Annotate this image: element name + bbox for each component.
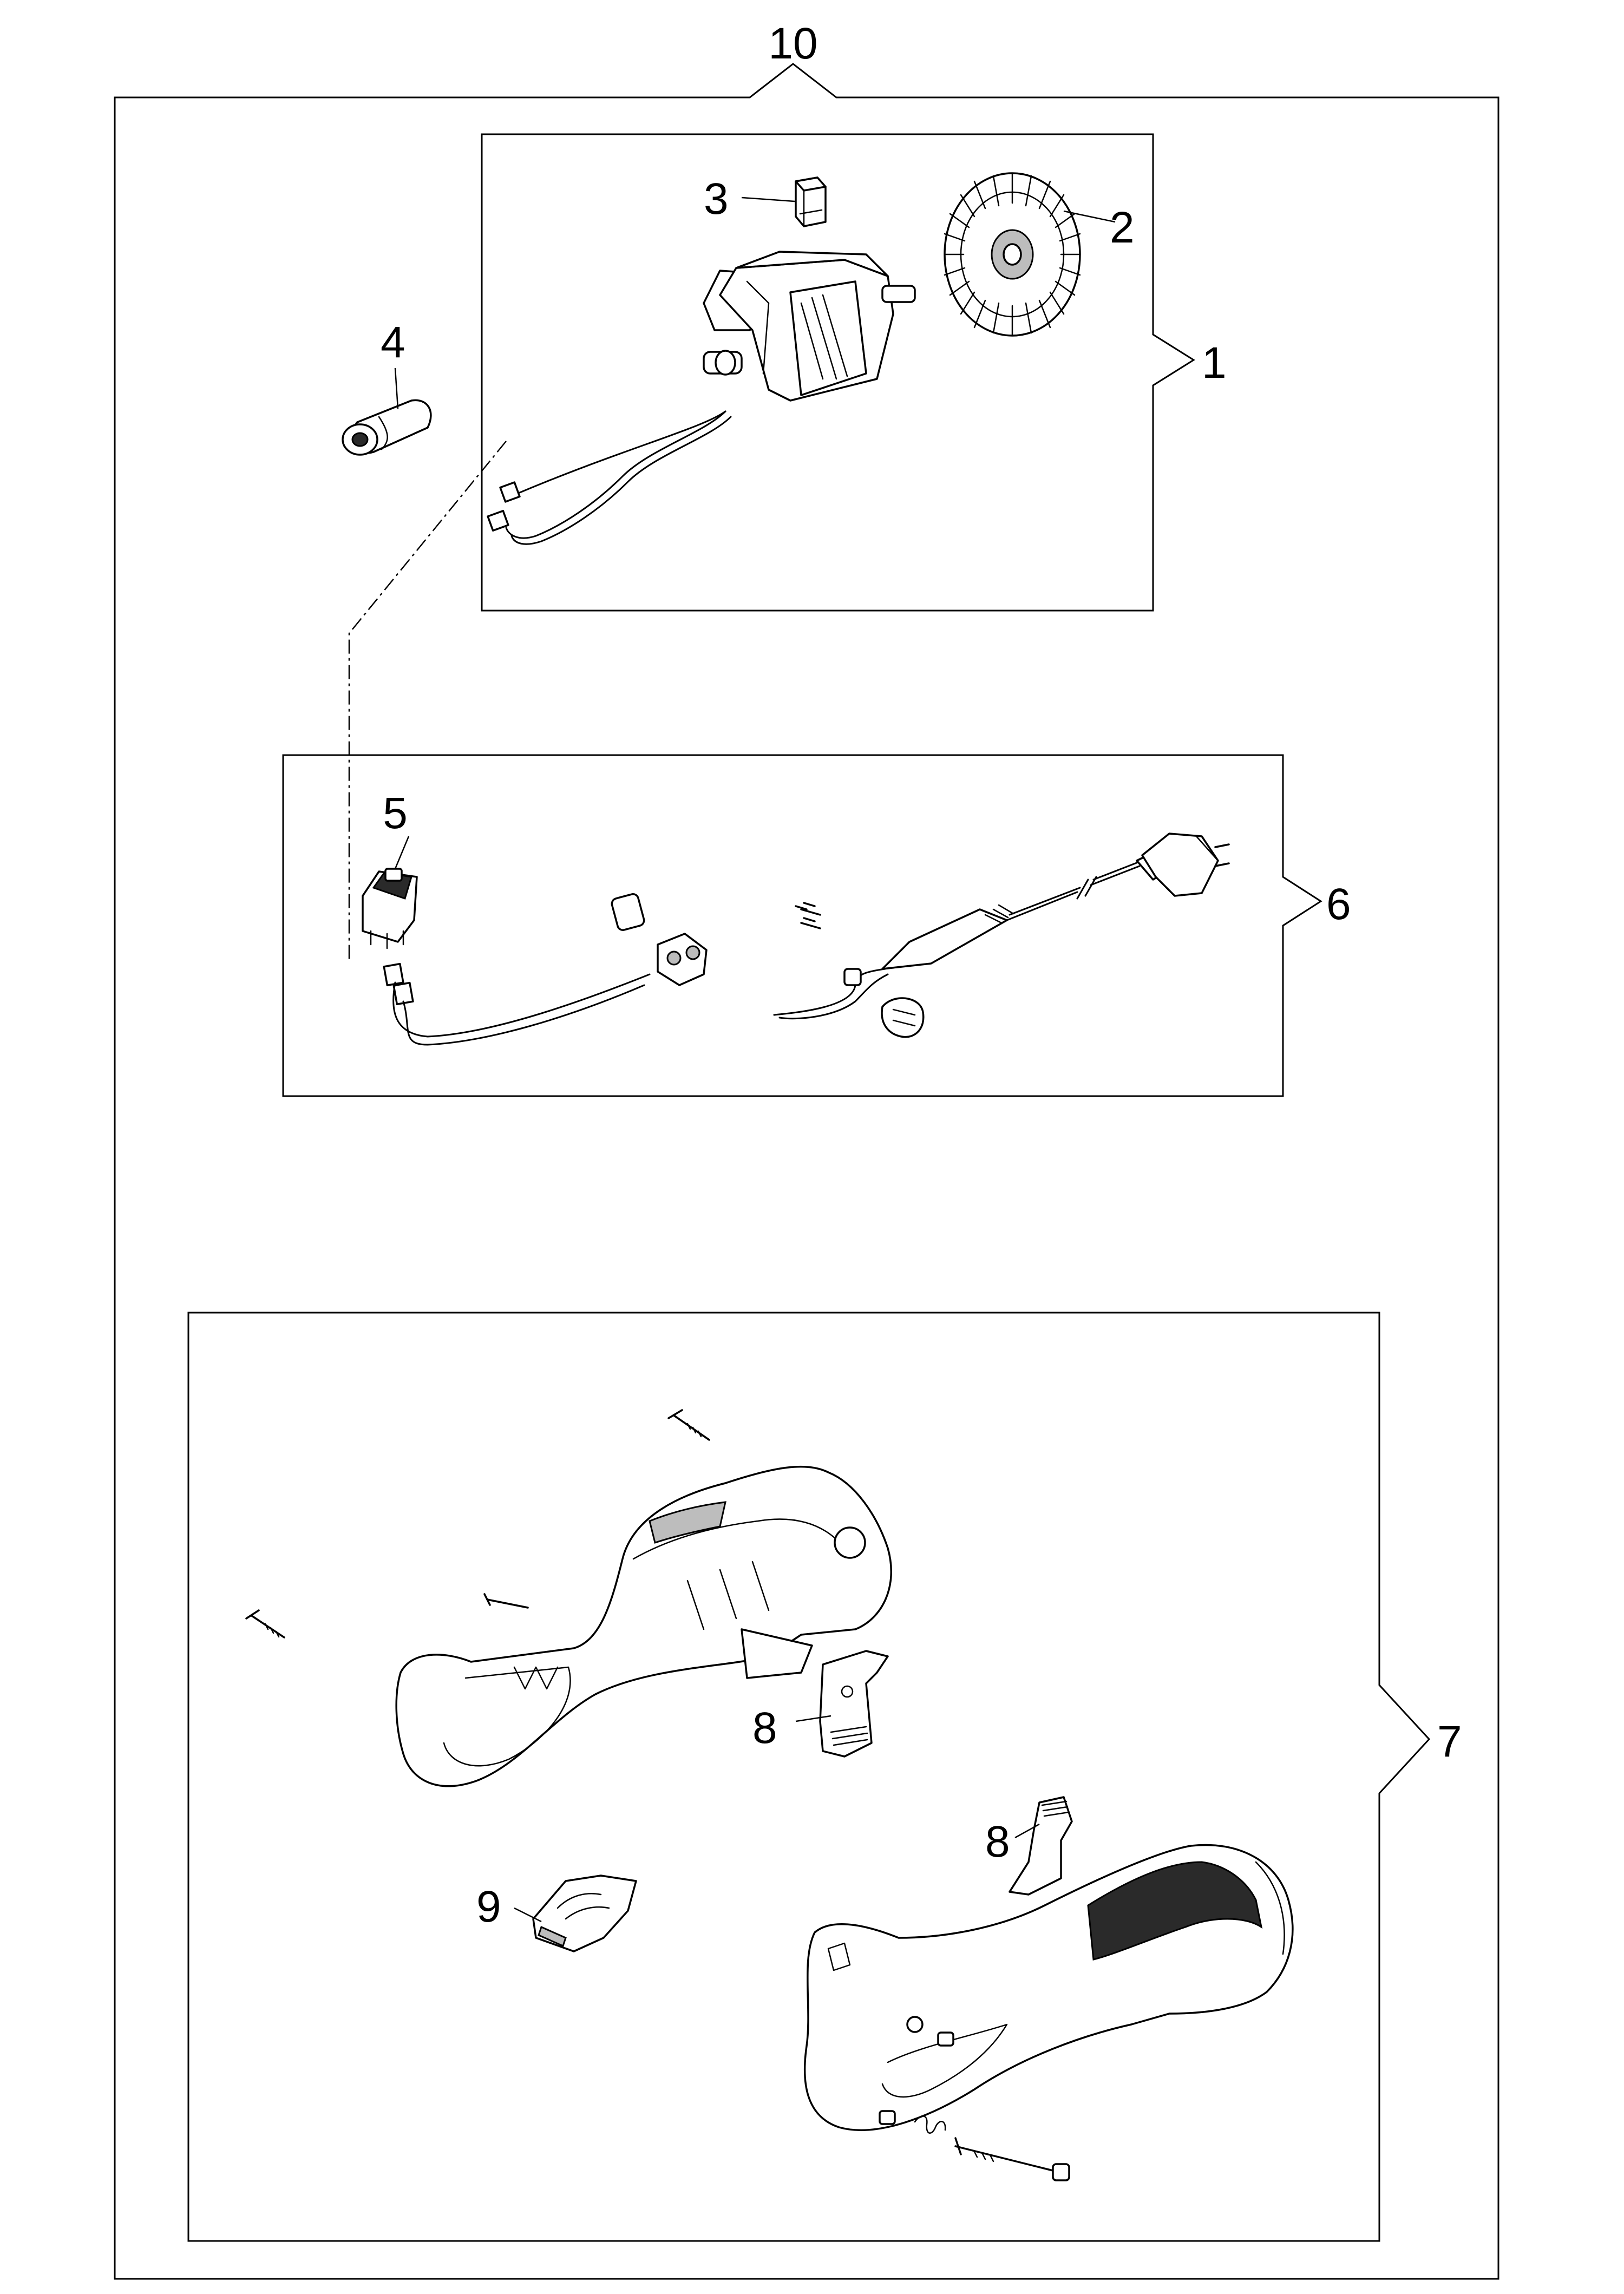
housing-group-box <box>187 1312 1431 2242</box>
housing-half-b <box>803 1844 1294 2132</box>
callout-3: 3 <box>704 174 729 224</box>
small-hardware <box>879 2031 1070 2181</box>
callout-9: 9 <box>476 1882 501 1931</box>
switch <box>362 836 418 949</box>
motor <box>487 251 916 545</box>
callout-10: 10 <box>768 19 817 68</box>
capacitor <box>342 368 432 456</box>
callout-5: 5 <box>383 789 408 838</box>
callout-4: 4 <box>381 318 405 367</box>
carbon-brush <box>741 176 827 227</box>
lever-lower <box>795 1650 889 1758</box>
callout-7: 7 <box>1437 1717 1462 1766</box>
motor-group-box <box>481 133 1195 612</box>
callout-8-upper: 8 <box>985 1817 1010 1866</box>
cable-group-box <box>282 754 1322 1097</box>
fan <box>944 172 1116 337</box>
mains-cable <box>773 833 1230 1038</box>
callout-6: 6 <box>1326 880 1351 929</box>
callout-8-lower: 8 <box>752 1703 777 1753</box>
housing-half-a <box>395 1465 893 1787</box>
assembly-frame <box>114 63 1499 2280</box>
lock <box>514 1874 637 1952</box>
housing-screws <box>245 1409 710 1638</box>
connection-line <box>348 441 507 961</box>
callout-2: 2 <box>1110 203 1135 252</box>
callout-1: 1 <box>1202 338 1227 388</box>
lever-upper <box>1009 1796 1073 1896</box>
switch-wiring <box>383 893 708 1046</box>
